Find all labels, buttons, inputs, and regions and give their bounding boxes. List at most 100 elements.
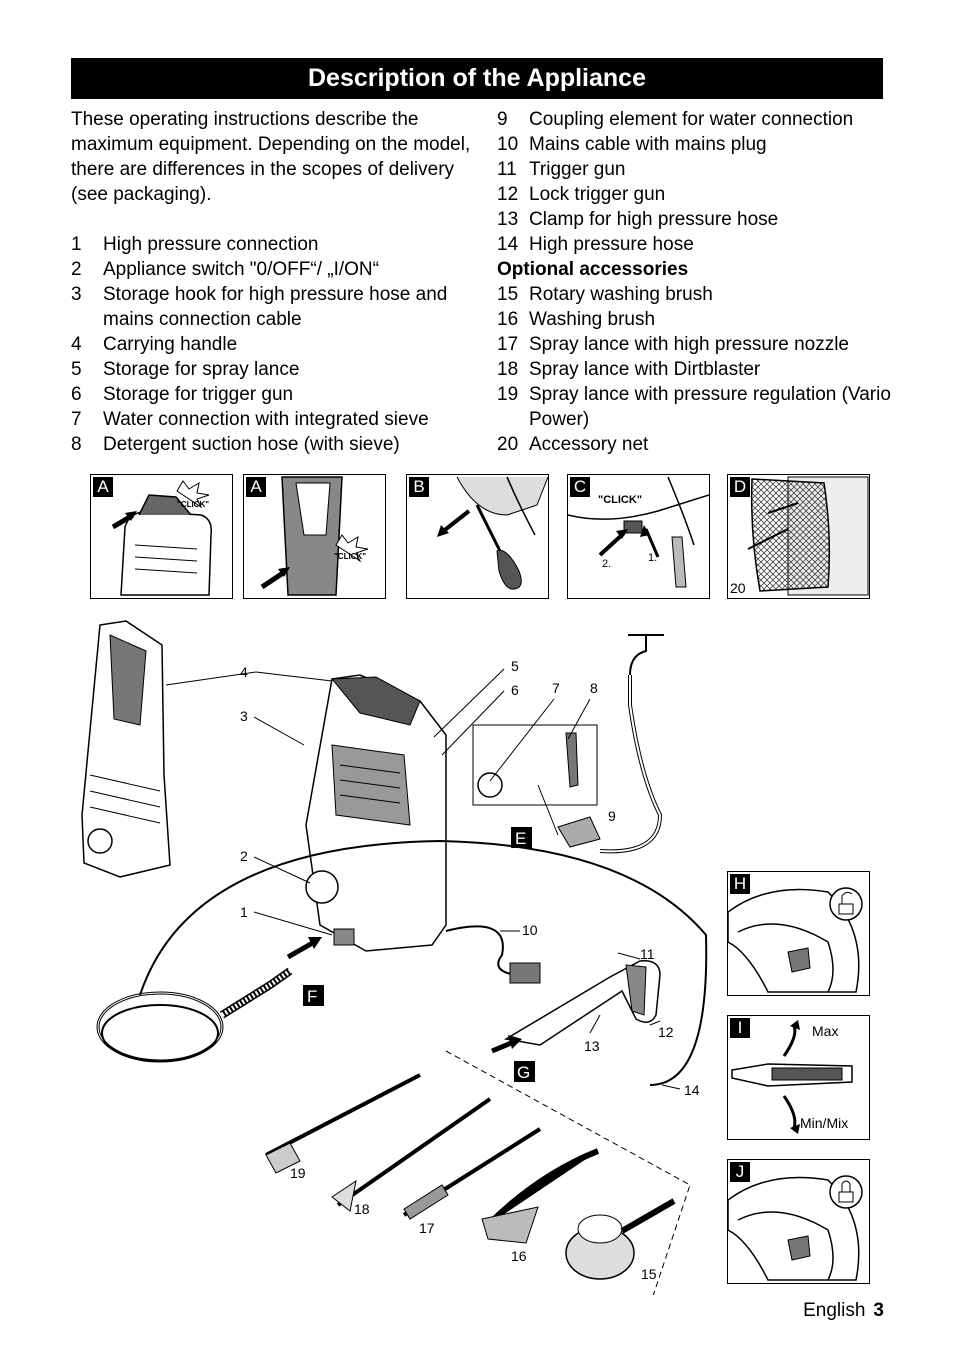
label-15: 15 — [641, 1266, 657, 1282]
panel-tag-d: D — [730, 477, 750, 497]
list-item: 10 Mains cable with mains plug — [497, 132, 892, 157]
hose-connection-illustration: "CLICK" 2. 1. — [568, 476, 709, 588]
item-number: 10 — [497, 134, 519, 155]
label-3: 3 — [240, 708, 248, 724]
panel-tag-c: C — [570, 477, 590, 497]
list-item: 4 Carrying handle — [71, 332, 471, 357]
item-number: 4 — [71, 334, 82, 355]
min-mix-label: Min/Mix — [800, 1115, 848, 1131]
item-text: Spray lance with high pressure nozzle — [529, 334, 850, 355]
figure-panel-h-unlock: H — [727, 871, 870, 996]
list-item: 15 Rotary washing brush — [497, 282, 892, 307]
item-text: High pressure hose — [529, 234, 694, 255]
item-number: 8 — [71, 434, 82, 455]
label-9: 9 — [608, 808, 616, 824]
accessory-net-illustration: 20 — [730, 476, 869, 596]
label-11: 11 — [640, 946, 655, 962]
item-number: 14 — [497, 234, 519, 255]
figure-panel-a-handle-installed: "CLICK" A — [243, 474, 386, 599]
trigger-locked-illustration — [728, 1175, 863, 1281]
item-number: 7 — [71, 409, 82, 430]
label-10: 10 — [522, 922, 538, 938]
label-14: 14 — [684, 1082, 700, 1098]
label-1: 1 — [240, 904, 248, 920]
screwdriver-illustration — [437, 476, 548, 590]
figure-panel-d-accessory-net: 20 D — [727, 474, 870, 599]
list-item: 17 Spray lance with high pressure nozzle — [497, 332, 892, 357]
label-17: 17 — [419, 1220, 435, 1236]
item-text: Storage hook for high pressure hose and … — [103, 284, 448, 330]
figure-panel-j-lock: J — [727, 1159, 870, 1284]
panel-tag-i: I — [730, 1018, 750, 1038]
item-text: Accessory net — [529, 434, 649, 455]
list-item: 6 Storage for trigger gun — [71, 382, 471, 407]
handle-installed-illustration: "CLICK" — [260, 476, 369, 596]
item-number: 6 — [71, 384, 82, 405]
item-number-label: 20 — [730, 580, 746, 596]
list-item: 7 Water connection with integrated sieve — [71, 407, 471, 432]
list-item: 3 Storage hook for high pressure hose and… — [71, 282, 471, 332]
item-text: Water connection with integrated sieve — [103, 409, 429, 430]
item-number: 13 — [497, 209, 519, 230]
label-7: 7 — [552, 680, 560, 696]
handle-illustration: "CLICK" — [111, 480, 213, 596]
panel-tag-h: H — [730, 874, 750, 894]
tag-f: F — [307, 987, 317, 1006]
label-13: 13 — [584, 1038, 600, 1054]
item-number: 18 — [497, 359, 519, 380]
label-12: 12 — [658, 1024, 674, 1040]
right-column: 9 Coupling element for water connection 1… — [497, 107, 892, 457]
item-text: Carrying handle — [103, 334, 238, 355]
list-item: 20 Accessory net — [497, 432, 892, 457]
item-text: Storage for spray lance — [103, 359, 300, 380]
item-text: Spray lance with pressure regulation (Va… — [529, 384, 891, 430]
main-appliance-diagram: 4 3 2 1 5 6 7 8 9 10 11 12 13 14 15 16 1… — [70, 615, 710, 1306]
pressure-washer-illustration: 4 3 2 1 5 6 7 8 9 10 11 12 13 14 15 16 1… — [81, 620, 708, 1306]
item-number: 20 — [497, 434, 519, 455]
pressure-regulation-illustration: Max Min/Mix — [731, 1020, 853, 1134]
figure-panel-i-pressure-regulation: Max Min/Mix I — [727, 1015, 870, 1140]
list-item: 14 High pressure hose — [497, 232, 892, 257]
panel-tag-a: A — [246, 477, 266, 497]
panel-tag-j: J — [730, 1162, 750, 1182]
label-8: 8 — [590, 680, 598, 696]
optional-accessories-list: 15 Rotary washing brush 16 Washing brush 1… — [497, 282, 892, 457]
item-number: 1 — [71, 234, 82, 255]
item-number: 15 — [497, 284, 519, 305]
label-6: 6 — [511, 682, 519, 698]
item-number: 16 — [497, 309, 519, 330]
item-text: Mains cable with mains plug — [529, 134, 767, 155]
item-number: 3 — [71, 284, 82, 305]
label-18: 18 — [354, 1201, 370, 1217]
item-number: 11 — [497, 159, 517, 180]
component-list-right: 9 Coupling element for water connection 1… — [497, 107, 892, 257]
label-5: 5 — [511, 658, 519, 674]
page-title: Description of the Appliance — [71, 58, 883, 99]
click-label: "CLICK" — [177, 500, 209, 509]
item-text: Coupling element for water connection — [529, 109, 854, 130]
click-label: "CLICK" — [334, 552, 366, 561]
label-16: 16 — [511, 1248, 527, 1264]
figure-panel-c-hose-connection: "CLICK" 2. 1. C — [567, 474, 710, 599]
step-1-label: 1. — [648, 552, 657, 564]
panel-tag-a: A — [93, 477, 113, 497]
item-text: Clamp for high pressure hose — [529, 209, 779, 230]
item-text: Detergent suction hose (with sieve) — [103, 434, 400, 455]
item-text: Rotary washing brush — [529, 284, 713, 305]
item-number: 17 — [497, 334, 519, 355]
list-item: 13 Clamp for high pressure hose — [497, 207, 892, 232]
item-number: 9 — [497, 109, 508, 130]
item-text: Storage for trigger gun — [103, 384, 294, 405]
optional-accessories-heading: Optional accessories — [497, 259, 689, 280]
step-2-label: 2. — [602, 558, 611, 570]
item-text: Lock trigger gun — [529, 184, 666, 205]
item-text: Washing brush — [529, 309, 656, 330]
panel-tag-b: B — [409, 477, 429, 497]
